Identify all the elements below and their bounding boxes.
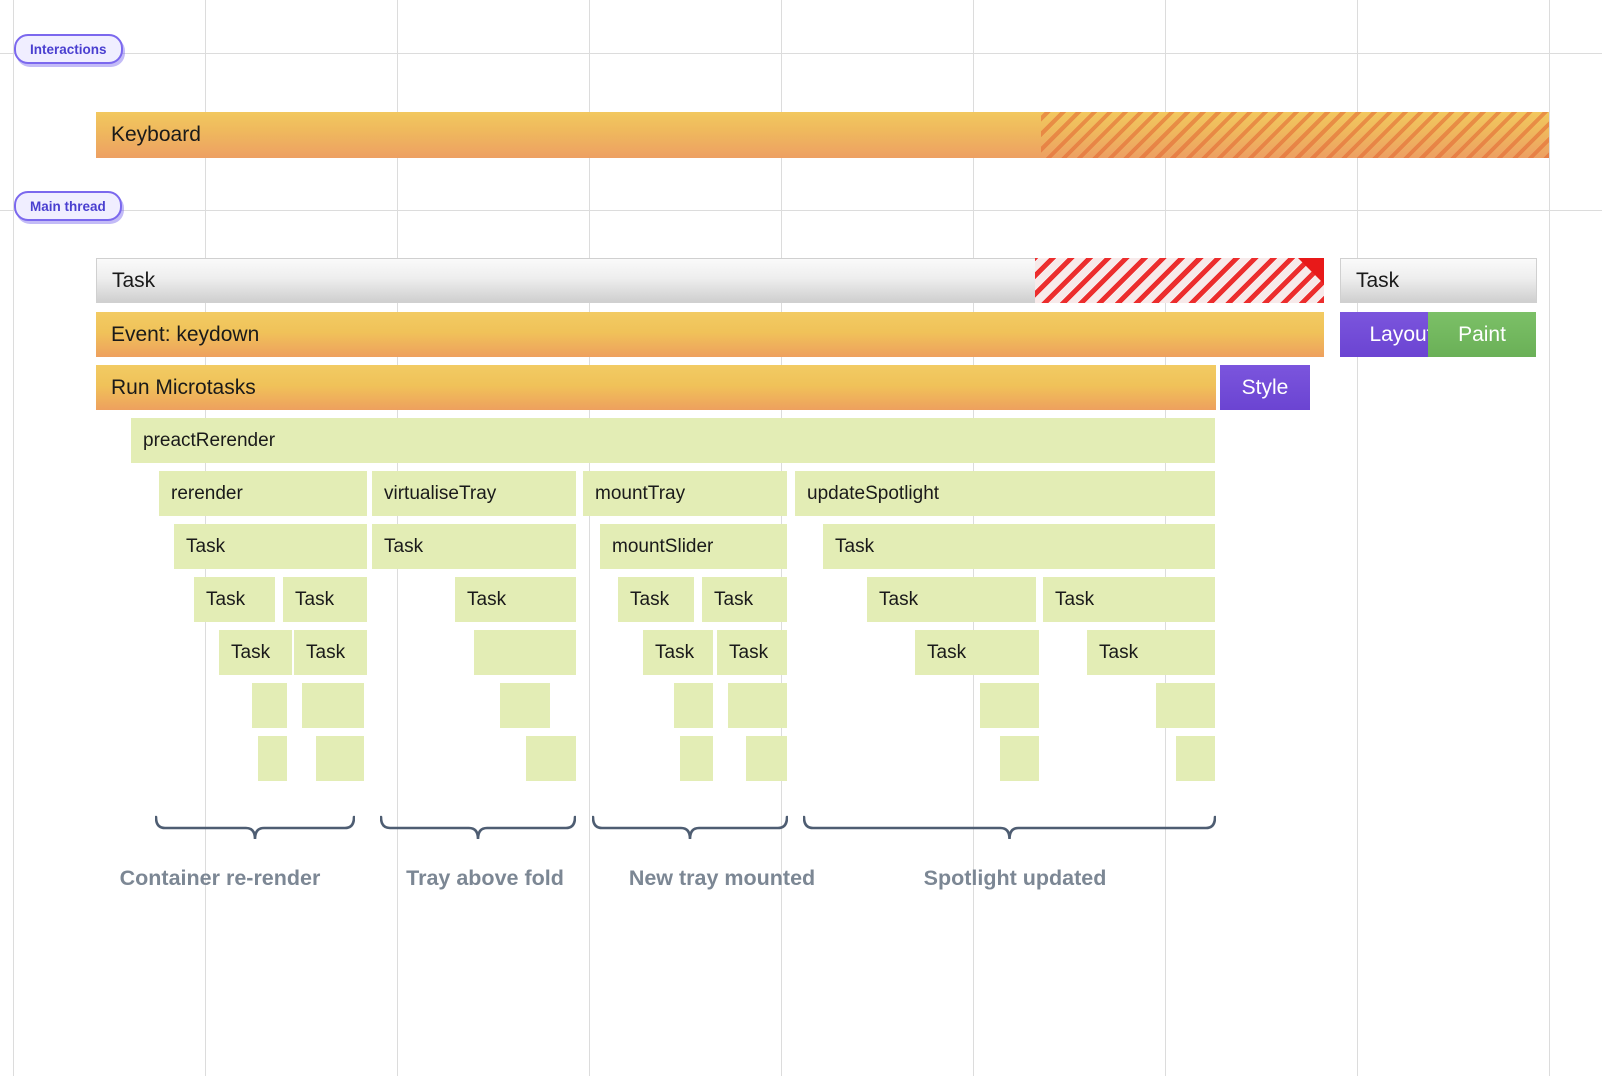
task-bar[interactable] bbox=[252, 683, 288, 728]
task-label: Task bbox=[835, 535, 875, 557]
task-bar[interactable] bbox=[674, 683, 714, 728]
track-divider bbox=[0, 53, 1602, 54]
grid-line-vertical bbox=[1357, 0, 1358, 1076]
task-bar[interactable]: Task bbox=[702, 577, 788, 622]
preact-rerender-label: preactRerender bbox=[143, 429, 276, 451]
task-bar[interactable]: Task bbox=[717, 630, 788, 675]
task-bar[interactable] bbox=[474, 630, 577, 675]
task-bar[interactable]: Task bbox=[618, 577, 695, 622]
event-keydown-bar[interactable]: Event: keydown bbox=[96, 312, 1324, 357]
annotation-brace-container-re-render bbox=[155, 815, 355, 840]
task-label: Task bbox=[206, 588, 246, 610]
run-microtasks-bar[interactable]: Run Microtasks bbox=[96, 365, 1216, 410]
grid-line-vertical bbox=[1549, 0, 1550, 1076]
track-pill-interactions[interactable]: Interactions bbox=[14, 34, 123, 64]
task-bar[interactable]: Task bbox=[643, 630, 714, 675]
style-recalc-label: Style bbox=[1241, 375, 1289, 399]
task-bar[interactable]: Task bbox=[174, 524, 368, 569]
task-bar[interactable] bbox=[1176, 736, 1216, 781]
paint-label: Paint bbox=[1458, 322, 1506, 346]
rerender-label: rerender bbox=[171, 482, 243, 504]
task-bar[interactable]: Task bbox=[1043, 577, 1216, 622]
grid-line-vertical bbox=[589, 0, 590, 1076]
task-second-label: Task bbox=[1356, 268, 1400, 292]
task-bar[interactable]: Task bbox=[194, 577, 276, 622]
task-bar[interactable] bbox=[302, 683, 365, 728]
task-bar[interactable] bbox=[1156, 683, 1216, 728]
task-bar[interactable] bbox=[728, 683, 788, 728]
task-label: Task bbox=[186, 535, 226, 557]
layout-label: Layout bbox=[1369, 322, 1433, 346]
task-label: Task bbox=[384, 535, 424, 557]
task-bar[interactable] bbox=[680, 736, 714, 781]
task-label: Task bbox=[231, 641, 271, 663]
track-pill-main-thread[interactable]: Main thread bbox=[14, 191, 122, 221]
grid-line-vertical bbox=[13, 0, 14, 1076]
task-bar[interactable]: Task bbox=[219, 630, 293, 675]
task-bar[interactable]: Task bbox=[823, 524, 1216, 569]
task-label: Task bbox=[295, 588, 335, 610]
preact-rerender-bar[interactable]: preactRerender bbox=[131, 418, 1216, 463]
task-label: Task bbox=[1055, 588, 1095, 610]
task-second-bar[interactable]: Task bbox=[1340, 258, 1537, 303]
annotation-brace-spotlight-updated bbox=[803, 815, 1216, 840]
task-main-label: Task bbox=[112, 268, 156, 292]
task-label: Task bbox=[879, 588, 919, 610]
track-divider bbox=[0, 210, 1602, 211]
annotation-caption-new-tray-mounted: New tray mounted bbox=[628, 866, 816, 890]
keyboard-event-label: Keyboard bbox=[111, 123, 201, 146]
virtualise-tray-label: virtualiseTray bbox=[384, 482, 497, 504]
task-label: Task bbox=[1099, 641, 1139, 663]
annotation-caption-spotlight-updated: Spotlight updated bbox=[923, 866, 1107, 890]
task-bar[interactable] bbox=[316, 736, 365, 781]
annotation-brace-new-tray-mounted bbox=[592, 815, 788, 840]
event-keydown-label: Event: keydown bbox=[111, 322, 260, 346]
run-microtasks-label: Run Microtasks bbox=[111, 375, 256, 399]
mount-slider-label: mountSlider bbox=[612, 535, 714, 557]
task-bar[interactable] bbox=[500, 683, 551, 728]
task-label: Task bbox=[729, 641, 769, 663]
task-bar[interactable]: Task bbox=[372, 524, 577, 569]
annotation-brace-tray-above-fold bbox=[380, 815, 576, 840]
style-recalc-bar[interactable]: Style bbox=[1220, 365, 1310, 410]
keyboard-event-bar[interactable]: Keyboard bbox=[96, 112, 1549, 158]
update-spotlight-label: updateSpotlight bbox=[807, 482, 940, 504]
task-label: Task bbox=[467, 588, 507, 610]
annotation-caption-container-re-render: Container re-render bbox=[119, 866, 321, 890]
update-spotlight-bar[interactable]: updateSpotlight bbox=[795, 471, 1216, 516]
annotation-caption-tray-above-fold: Tray above fold bbox=[406, 866, 564, 890]
task-label: Task bbox=[630, 588, 670, 610]
task-bar[interactable] bbox=[526, 736, 577, 781]
virtualise-tray-bar[interactable]: virtualiseTray bbox=[372, 471, 577, 516]
task-label: Task bbox=[714, 588, 754, 610]
task-label: Task bbox=[655, 641, 695, 663]
paint-bar[interactable]: Paint bbox=[1428, 312, 1536, 357]
task-label: Task bbox=[306, 641, 346, 663]
task-bar[interactable] bbox=[980, 683, 1040, 728]
task-bar[interactable]: Task bbox=[1087, 630, 1216, 675]
task-bar[interactable]: Task bbox=[294, 630, 368, 675]
task-bar[interactable] bbox=[746, 736, 788, 781]
task-bar[interactable] bbox=[258, 736, 288, 781]
task-main-bar[interactable]: Task bbox=[96, 258, 1324, 303]
task-bar[interactable]: Task bbox=[283, 577, 368, 622]
rerender-bar[interactable]: rerender bbox=[159, 471, 368, 516]
task-bar[interactable]: Task bbox=[455, 577, 577, 622]
task-bar[interactable] bbox=[1000, 736, 1040, 781]
mount-tray-label: mountTray bbox=[595, 482, 686, 504]
mount-slider-bar[interactable]: mountSlider bbox=[600, 524, 788, 569]
mount-tray-bar[interactable]: mountTray bbox=[583, 471, 788, 516]
task-label: Task bbox=[927, 641, 967, 663]
task-bar[interactable]: Task bbox=[867, 577, 1037, 622]
task-bar[interactable]: Task bbox=[915, 630, 1040, 675]
